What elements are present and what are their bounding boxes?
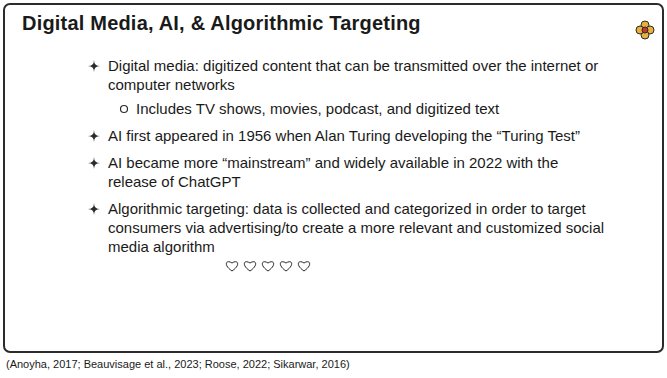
bullet-text: AI became more “mainstream” and widely a…	[108, 153, 610, 191]
slide-frame	[4, 4, 663, 352]
bullet-text: Digital media: digitized content that ca…	[108, 56, 610, 94]
citation: (Anoyha, 2017; Beauvisage et al., 2023; …	[6, 358, 350, 370]
bullet-circle	[121, 106, 128, 113]
slide-title: Digital Media, AI, & Algorithmic Targeti…	[22, 12, 421, 35]
bullet-star	[88, 157, 100, 169]
sub-bullet-text: Includes TV shows, movies, podcast, and …	[136, 99, 610, 118]
bullet-text: Algorithmic targeting: data is collected…	[108, 199, 610, 256]
bullet-star	[88, 130, 100, 142]
bullet-star	[88, 203, 100, 215]
hearts-decoration	[226, 262, 309, 271]
bullet-text: AI first appeared in 1956 when Alan Turi…	[108, 126, 610, 145]
flower-icon	[636, 21, 654, 39]
bullet-star	[88, 60, 100, 72]
